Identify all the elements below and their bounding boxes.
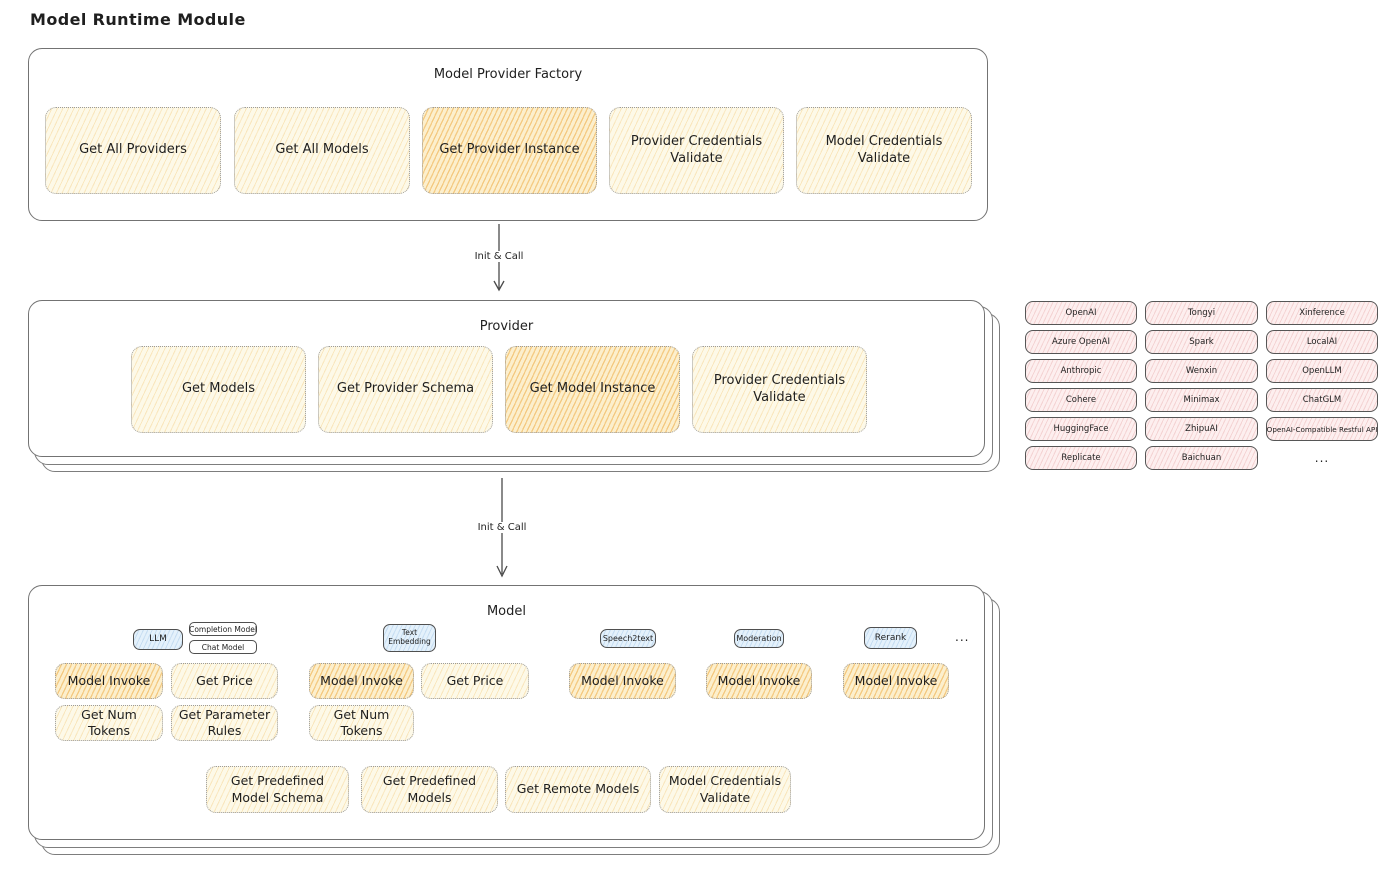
provider-pill-azure-openai: Azure OpenAI [1025, 330, 1137, 354]
tag-completion-model: Completion Model [189, 622, 257, 636]
provider-pill-spark: Spark [1145, 330, 1258, 354]
llm-model-invoke-button: Model Invoke [55, 663, 163, 699]
embedding-get-price-button: Get Price [421, 663, 529, 699]
get-predefined-models-button: Get Predefined Models [361, 766, 498, 813]
provider-pill-replicate: Replicate [1025, 446, 1137, 470]
tag-chat-model: Chat Model [189, 640, 257, 654]
provider-pill-baichuan: Baichuan [1145, 446, 1258, 470]
provider-pill-zhipuai: ZhipuAI [1145, 417, 1258, 441]
get-predefined-model-schema-button: Get Predefined Model Schema [206, 766, 349, 813]
provider-pill-openai-compatible: OpenAI-Compatible Restful API [1266, 417, 1378, 441]
provider-pill-huggingface: HuggingFace [1025, 417, 1137, 441]
provider-pill-openai: OpenAI [1025, 301, 1137, 325]
tag-moderation: Moderation [734, 629, 784, 648]
llm-get-parameter-rules-button: Get Parameter Rules [171, 705, 278, 741]
tag-speech2text: Speech2text [600, 629, 656, 648]
provider-pill-cohere: Cohere [1025, 388, 1137, 412]
get-all-models-button: Get All Models [234, 107, 410, 194]
embedding-model-invoke-button: Model Invoke [309, 663, 414, 699]
provider-pill-xinference: Xinference [1266, 301, 1378, 325]
moderation-model-invoke-button: Model Invoke [706, 663, 812, 699]
tag-llm: LLM [133, 629, 183, 650]
embedding-get-num-tokens-button: Get Num Tokens [309, 705, 414, 741]
provider-title: Provider [479, 319, 534, 334]
init-call-label-1: Init & Call [470, 251, 528, 262]
provider-pill-minimax: Minimax [1145, 388, 1258, 412]
provider-pill-anthropic: Anthropic [1025, 359, 1137, 383]
get-provider-schema-button: Get Provider Schema [318, 346, 493, 433]
model-box: Model LLM Completion Model Chat Model Te… [28, 585, 985, 840]
provider-pill-wenxin: Wenxin [1145, 359, 1258, 383]
provider-pill-tongyi: Tongyi [1145, 301, 1258, 325]
tag-text-embedding: Text Embedding [383, 624, 436, 652]
llm-get-num-tokens-button: Get Num Tokens [55, 705, 163, 741]
provider-pill-chatglm: ChatGLM [1266, 388, 1378, 412]
provider-pill-localai: LocalAI [1266, 330, 1378, 354]
provider-credentials-validate-button: Provider Credentials Validate [609, 107, 784, 194]
provider-pill-openllm: OpenLLM [1266, 359, 1378, 383]
providers-more-ellipsis: ... [1314, 451, 1330, 465]
speech2text-model-invoke-button: Model Invoke [569, 663, 676, 699]
model-title: Model [486, 604, 527, 619]
get-model-instance-button: Get Model Instance [505, 346, 680, 433]
model-credentials-validate-button-2: Model Credentials Validate [659, 766, 791, 813]
init-call-label-2: Init & Call [473, 522, 531, 533]
model-provider-factory-box: Model Provider Factory Get All Providers… [28, 48, 988, 221]
rerank-model-invoke-button: Model Invoke [843, 663, 949, 699]
provider-credentials-validate-button-2: Provider Credentials Validate [692, 346, 867, 433]
get-models-button: Get Models [131, 346, 306, 433]
get-provider-instance-button: Get Provider Instance [422, 107, 597, 194]
tag-rerank: Rerank [864, 627, 917, 649]
providers-grid: OpenAI Tongyi Xinference Azure OpenAI Sp… [1025, 301, 1378, 470]
model-credentials-validate-button: Model Credentials Validate [796, 107, 972, 194]
get-remote-models-button: Get Remote Models [505, 766, 651, 813]
provider-box: Provider Get Models Get Provider Schema … [28, 300, 985, 457]
get-all-providers-button: Get All Providers [45, 107, 221, 194]
page-title: Model Runtime Module [30, 10, 246, 29]
llm-get-price-button: Get Price [171, 663, 278, 699]
factory-title: Model Provider Factory [433, 67, 583, 82]
model-tags-ellipsis: ... [955, 630, 970, 644]
